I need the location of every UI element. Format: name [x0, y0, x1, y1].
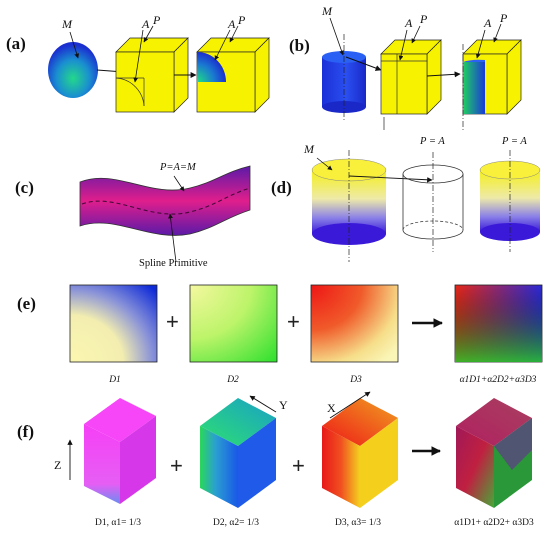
- label-p-a2: P: [238, 13, 246, 27]
- arrow-connector: [348, 175, 433, 183]
- panel-f: [67, 391, 532, 508]
- label-p-b1: P: [420, 12, 428, 26]
- arrow-connector: [345, 56, 382, 71]
- caption-sum-f: α1D1+ α2D2+ α3D3: [454, 518, 534, 528]
- panel-label-f: (f): [17, 422, 34, 441]
- label-a-b2: A: [484, 16, 492, 30]
- caption-d1: D1: [109, 375, 121, 385]
- caption-d2: D2: [227, 375, 239, 385]
- axis-y-arrow: [249, 395, 277, 413]
- cube-4: [462, 39, 522, 115]
- plus-sign: +: [292, 453, 305, 478]
- caption-f2: D2, α2= 1/3: [213, 518, 259, 528]
- plus-sign: +: [166, 309, 179, 334]
- panel-d: [311, 150, 541, 262]
- panel-label-d: (d): [271, 178, 292, 197]
- panel-label-e: (e): [17, 294, 36, 313]
- plus-sign: +: [170, 453, 183, 478]
- cube-1: [115, 37, 189, 113]
- label-a-a1: A: [142, 17, 150, 31]
- label-p-a-m: P=A=M: [160, 162, 196, 173]
- density-d1: [69, 284, 158, 363]
- cube-red: [322, 398, 398, 508]
- label-m-b: M: [322, 4, 332, 18]
- panel-b: [322, 17, 522, 130]
- spline-center-curve: [81, 187, 251, 215]
- label-spline-primitive: Spline Primitive: [139, 258, 208, 269]
- plus-sign: +: [287, 309, 300, 334]
- panel-label-c: (c): [15, 178, 34, 197]
- label-a-a2: A: [228, 17, 236, 31]
- caption-f1: D1, α1= 1/3: [95, 518, 141, 528]
- label-pa-d2: P = A: [502, 136, 527, 147]
- label-a-b1: A: [405, 16, 413, 30]
- panel-c: [79, 165, 251, 263]
- caption-d3: D3: [350, 375, 362, 385]
- caption-sum-e: α1D1+α2D2+α3D3: [459, 375, 537, 385]
- cube-green: [200, 398, 276, 508]
- pointer-line: [69, 31, 80, 59]
- label-axis-y: Y: [279, 398, 288, 412]
- caption-f3: D3, α3= 1/3: [335, 518, 381, 528]
- panel-e: [69, 284, 543, 363]
- panel-a: [48, 25, 270, 113]
- cube-3: [380, 39, 442, 115]
- density-sum: [454, 284, 543, 363]
- label-pa-d1: P = A: [420, 136, 445, 147]
- cube-magenta: [84, 398, 156, 504]
- cube-2: [196, 37, 270, 113]
- density-d2: [189, 284, 278, 363]
- arrow-connector: [426, 71, 461, 78]
- label-axis-x: X: [327, 401, 336, 415]
- axis-x-arrow: [329, 391, 371, 419]
- label-m-a: M: [62, 17, 72, 31]
- label-m-d: M: [304, 142, 314, 156]
- sphere-primitive: [48, 42, 98, 98]
- panel-label-b: (b): [289, 36, 310, 55]
- cube-mixed: [456, 398, 532, 508]
- label-p-a1: P: [153, 13, 161, 27]
- label-p-b2: P: [500, 11, 508, 25]
- spline-primitive-band: [79, 165, 251, 236]
- panel-label-a: (a): [6, 34, 26, 53]
- label-axis-z: Z: [54, 458, 62, 472]
- density-d3: [310, 284, 399, 363]
